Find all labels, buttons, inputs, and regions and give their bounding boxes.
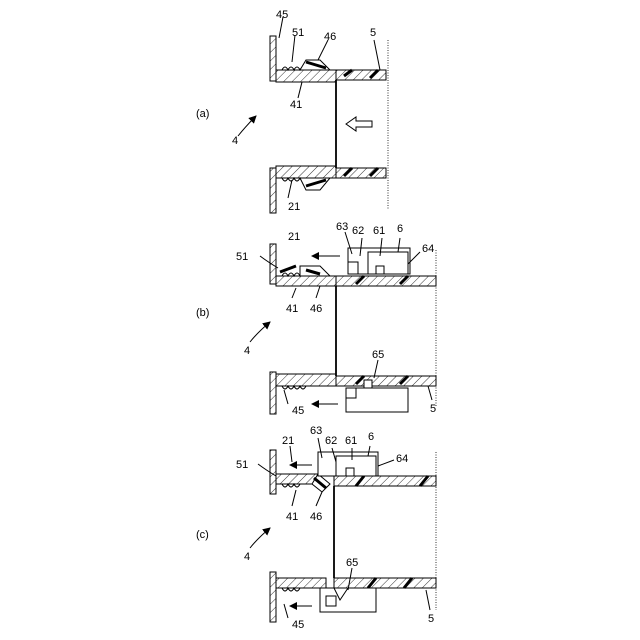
label-6-c: 6	[368, 431, 374, 443]
label-61-b: 61	[373, 225, 385, 237]
nozzle-41-bottom	[276, 166, 336, 190]
label-4-b: 4	[244, 345, 250, 357]
label-46-a: 46	[324, 31, 336, 43]
nozzle-41-top	[276, 60, 336, 82]
nozzle-41-top-b	[276, 266, 336, 286]
wall-45-bottom	[270, 168, 276, 213]
label-62-b: 62	[352, 225, 364, 237]
wall-45-top-c	[270, 450, 276, 494]
insert-direction-arrow	[346, 117, 372, 131]
clamp-6-top-b	[348, 248, 410, 274]
clamp-6-top-c	[318, 452, 378, 476]
label-5-a: 5	[370, 27, 376, 39]
label-4-a: 4	[232, 135, 238, 147]
label-5-b: 5	[430, 403, 436, 415]
label-51-a: 51	[292, 27, 304, 39]
label-51-c: 51	[236, 459, 248, 471]
label-64-c: 64	[396, 453, 408, 465]
panel-c: (c)	[196, 425, 436, 631]
label-41-c: 41	[286, 511, 298, 523]
label-46-c: 46	[310, 511, 322, 523]
label-45-a: 45	[276, 9, 288, 21]
label-64-b: 64	[422, 243, 434, 255]
label-65-b: 65	[372, 349, 384, 361]
label-41-b: 41	[286, 303, 298, 315]
panel-a-tag: (a)	[196, 108, 209, 120]
label-65-c: 65	[346, 557, 358, 569]
clamp-6-bottom-c	[320, 588, 376, 612]
label-6-b: 6	[397, 223, 403, 235]
label-61-c: 61	[345, 435, 357, 447]
label-21-a: 21	[288, 201, 300, 213]
label-45-b: 45	[292, 405, 304, 417]
nozzle-41-bottom-b	[276, 374, 336, 389]
label-21-c: 21	[282, 435, 294, 447]
label-21-b: 21	[288, 231, 300, 243]
label-63-b: 63	[336, 221, 348, 233]
label-5-c: 5	[428, 613, 434, 625]
label-51-b: 51	[236, 251, 248, 263]
panel-c-tag: (c)	[196, 529, 209, 541]
panel-b: (b)	[196, 221, 436, 417]
label-62-c: 62	[325, 435, 337, 447]
label-45-c: 45	[292, 619, 304, 631]
nozzle-41-bottom-c	[276, 578, 326, 591]
nozzle-41-top-c	[276, 474, 330, 492]
label-46-b: 46	[310, 303, 322, 315]
label-41-a: 41	[290, 99, 302, 111]
wall-45-top	[270, 36, 276, 81]
label-4-c: 4	[244, 551, 250, 563]
panel-b-tag: (b)	[196, 307, 209, 319]
panel-a: (a)	[196, 9, 388, 213]
wall-45-bottom-b	[270, 372, 276, 414]
label-63-c: 63	[310, 425, 322, 437]
wall-45-bottom-c	[270, 572, 276, 622]
